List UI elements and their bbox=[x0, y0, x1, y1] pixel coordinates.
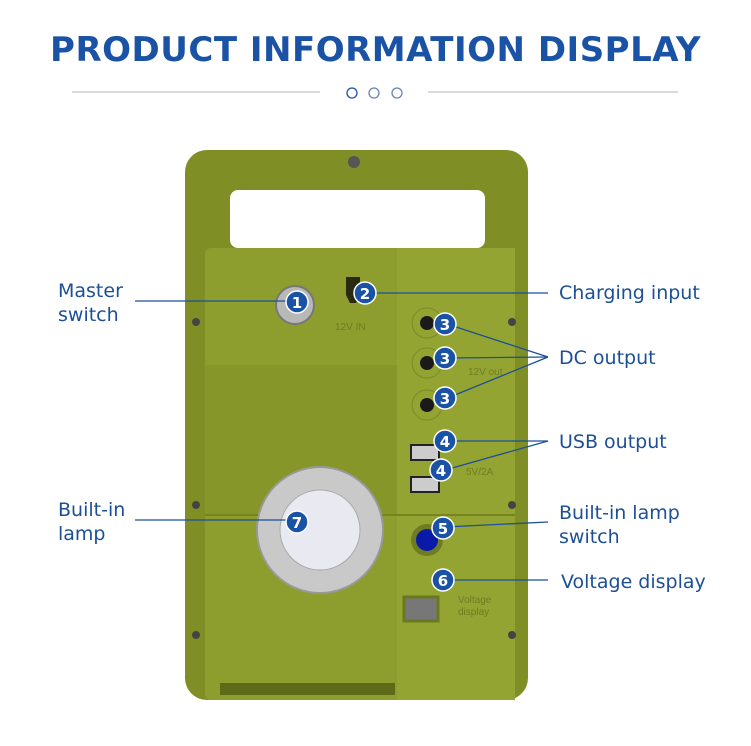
dot-icon bbox=[368, 87, 380, 99]
svg-text:4: 4 bbox=[440, 433, 450, 451]
label-built-in-lamp: Built-in bbox=[58, 499, 125, 521]
dc-ports bbox=[411, 307, 443, 421]
label-voltage-display: Voltage display bbox=[561, 571, 706, 593]
badge-1: 1 bbox=[285, 290, 309, 314]
dc-print: 12V out bbox=[468, 367, 503, 378]
label-usb-output: USB output bbox=[559, 431, 667, 453]
badge-4: 4 bbox=[433, 429, 457, 453]
svg-text:1: 1 bbox=[292, 294, 302, 312]
svg-text:3: 3 bbox=[440, 316, 450, 334]
svg-text:6: 6 bbox=[438, 572, 448, 590]
voltage-print-1: Voltage bbox=[458, 595, 492, 606]
badge-7: 7 bbox=[285, 510, 309, 534]
badge-3: 3 bbox=[433, 312, 457, 336]
svg-text:3: 3 bbox=[440, 350, 450, 368]
badge-3: 3 bbox=[433, 386, 457, 410]
label-lamp-switch: Built-in lamp bbox=[559, 502, 680, 524]
voltage-print-2: display bbox=[458, 607, 489, 618]
label-charging-input: Charging input bbox=[559, 282, 700, 304]
lamp-switch-button[interactable] bbox=[416, 529, 438, 551]
label-master-switch: Master bbox=[58, 280, 123, 302]
badge-5: 5 bbox=[431, 516, 455, 540]
badge-4: 4 bbox=[429, 458, 453, 482]
svg-text:3: 3 bbox=[440, 390, 450, 408]
charging-port-print: 12V IN bbox=[335, 322, 366, 333]
callout-lines bbox=[135, 292, 549, 581]
dot-icon bbox=[346, 87, 358, 99]
label-dc-output: DC output bbox=[559, 347, 656, 369]
label-lamp-switch-2: switch bbox=[559, 526, 620, 548]
usb-print: 5V/2A bbox=[466, 467, 494, 478]
voltage-display bbox=[402, 595, 440, 623]
svg-text:4: 4 bbox=[436, 462, 446, 480]
badge-6: 6 bbox=[431, 568, 455, 592]
svg-text:5: 5 bbox=[438, 520, 448, 538]
usb-port bbox=[410, 444, 440, 461]
usb-port bbox=[410, 476, 440, 493]
svg-text:7: 7 bbox=[292, 514, 302, 532]
svg-text:2: 2 bbox=[360, 285, 370, 303]
badge-3: 3 bbox=[433, 346, 457, 370]
label-master-switch-2: switch bbox=[58, 304, 119, 326]
dot-icon bbox=[391, 87, 403, 99]
label-built-in-lamp-2: lamp bbox=[58, 523, 106, 545]
badge-2: 2 bbox=[353, 281, 377, 305]
page-title: PRODUCT INFORMATION DISPLAY bbox=[50, 30, 701, 70]
